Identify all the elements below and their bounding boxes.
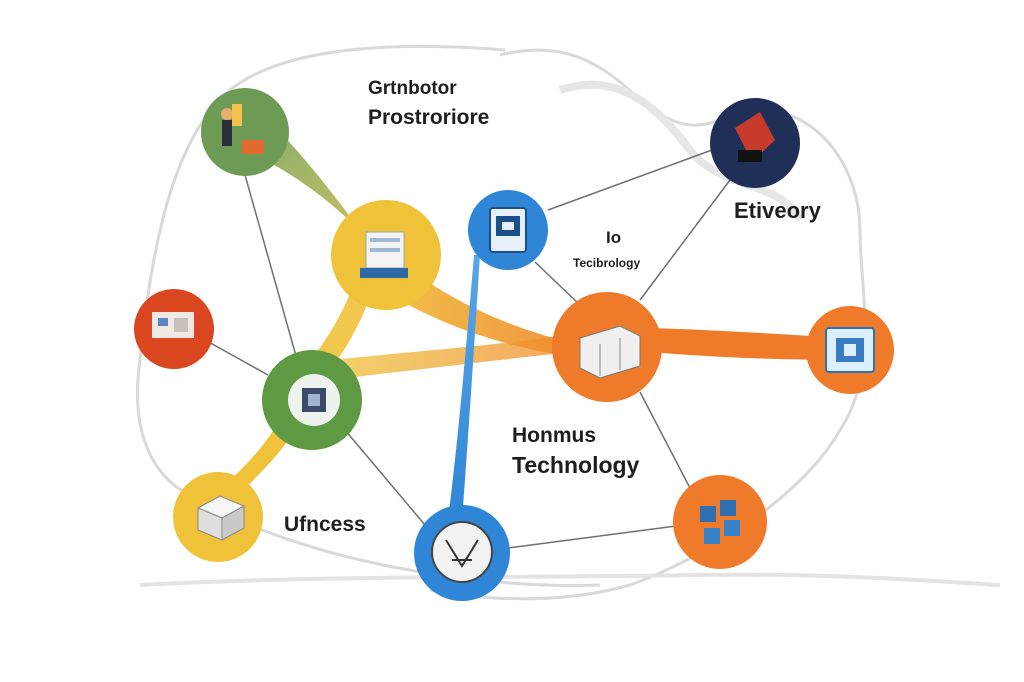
factory-icon	[360, 231, 408, 278]
people-node	[201, 88, 289, 176]
edge-server-robot	[639, 179, 731, 301]
workers-icon	[221, 104, 264, 154]
loop-left	[136, 44, 601, 587]
machines-node	[134, 289, 214, 369]
edge-tablet-robot	[547, 149, 713, 211]
screen-icon	[825, 327, 875, 373]
label-right: Etiveory	[734, 198, 821, 223]
edge-tablet-server	[534, 261, 581, 306]
edge-people-chip	[244, 174, 301, 371]
label-mid-line2: Tecibrology	[573, 256, 641, 270]
band-green-to-orange	[330, 335, 570, 380]
cubes-node	[673, 475, 767, 569]
edge-machines-chip	[204, 339, 269, 376]
edge-chip-circuit	[344, 429, 426, 526]
label-center-line1: Honmus	[512, 424, 596, 447]
label-top-line1: Grtnbotor	[368, 78, 457, 99]
loop-bottom	[139, 572, 1001, 587]
edge-circuit-cubes	[507, 525, 677, 549]
factory-node	[331, 200, 441, 310]
box-node	[173, 472, 263, 562]
tablet-icon	[489, 207, 527, 253]
screen-node	[806, 306, 894, 394]
box-icon	[196, 495, 246, 541]
label-mid-line1: Io	[606, 228, 622, 247]
machines-icon	[152, 312, 194, 338]
chip-icon	[288, 374, 340, 426]
edges	[204, 149, 731, 549]
label-center-line2: Technology	[512, 452, 640, 478]
cubes-icon	[700, 500, 740, 544]
background-loops	[136, 44, 1001, 601]
loop-inner	[558, 80, 804, 223]
edge-server-cubes	[639, 391, 691, 489]
server-node	[552, 292, 662, 402]
robot-node	[710, 98, 800, 188]
server-icon	[579, 325, 641, 379]
band-yellow-to-orange	[350, 235, 566, 356]
label-bottom-left: Ufncess	[284, 513, 366, 536]
robot-arm-icon	[735, 112, 775, 162]
label-top-line2: Prostroriore	[368, 106, 490, 129]
chip-node	[262, 350, 362, 450]
band-orange-to-screen	[650, 328, 850, 360]
circuit-node	[414, 505, 510, 601]
tablet-node	[468, 190, 548, 270]
band-blue-down	[448, 255, 480, 520]
circuit-icon	[431, 521, 493, 583]
